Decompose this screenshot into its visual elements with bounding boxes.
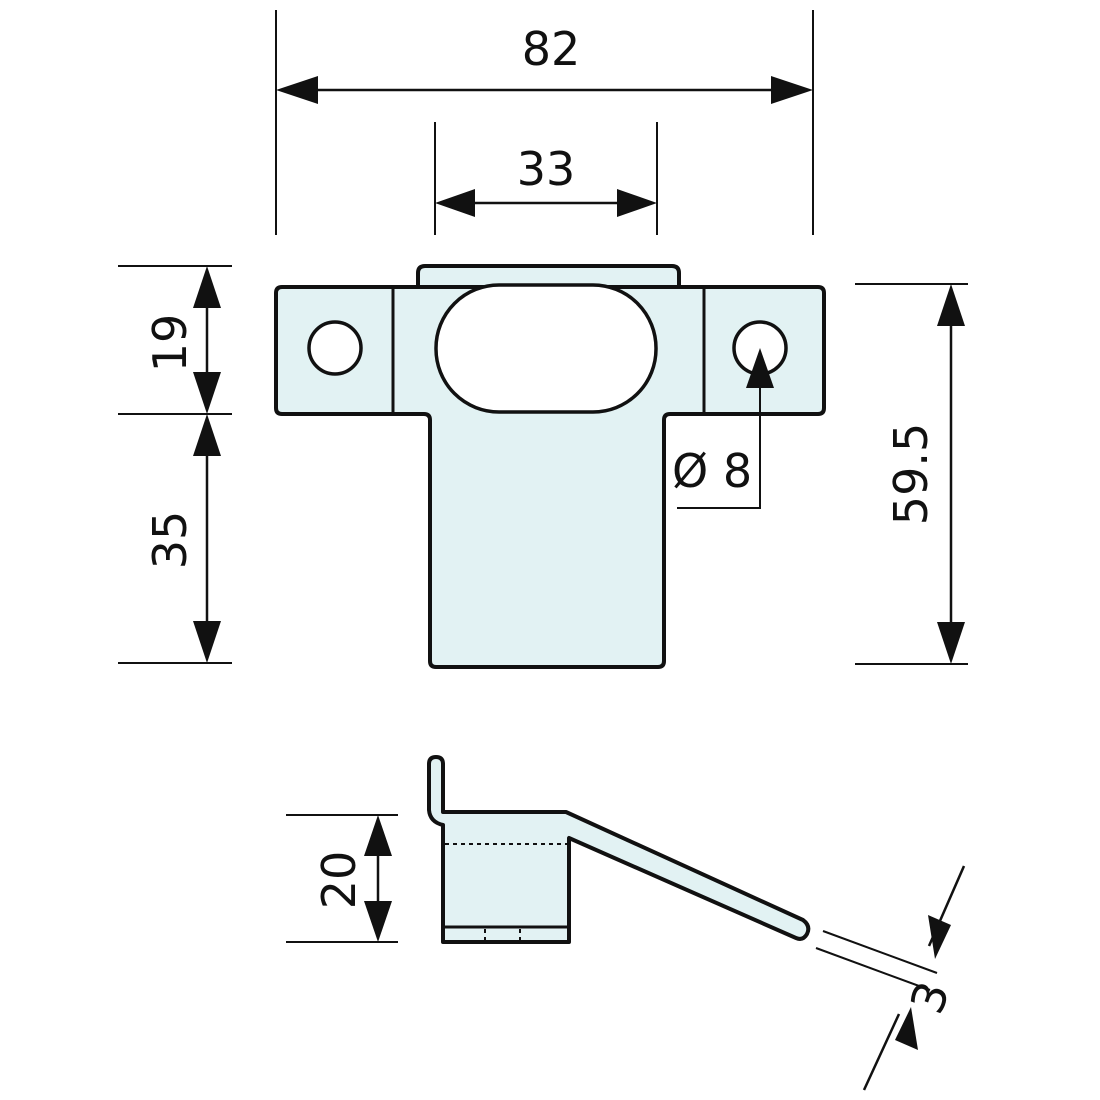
dimension-tongue-length: 35	[118, 414, 232, 664]
top-lip	[416, 264, 681, 289]
oval-slot	[434, 283, 658, 414]
slot-width-label: 33	[517, 142, 576, 196]
bracket-outline	[274, 285, 826, 669]
side-profile	[427, 755, 811, 944]
overall-height-label: 59.5	[884, 423, 938, 525]
side-view	[427, 755, 811, 944]
dimension-side-height: 20	[286, 814, 398, 943]
dimension-overall-height: 59.5	[855, 283, 968, 665]
dimension-thickness: 3	[815, 865, 966, 1091]
side-height-label: 20	[312, 851, 366, 910]
dimension-hole-diameter: Ø 8	[672, 348, 774, 509]
tongue-length-label: 35	[143, 511, 197, 570]
hole-diameter-label: Ø 8	[672, 444, 752, 498]
flange-height-label: 19	[143, 314, 197, 373]
left-mounting-hole	[307, 320, 363, 376]
dimension-flange-height: 19	[118, 265, 232, 415]
front-view	[274, 264, 826, 669]
dimension-slot-width: 33	[434, 122, 658, 235]
overall-width-label: 82	[522, 22, 581, 76]
dimension-overall-width: 82	[275, 10, 814, 235]
